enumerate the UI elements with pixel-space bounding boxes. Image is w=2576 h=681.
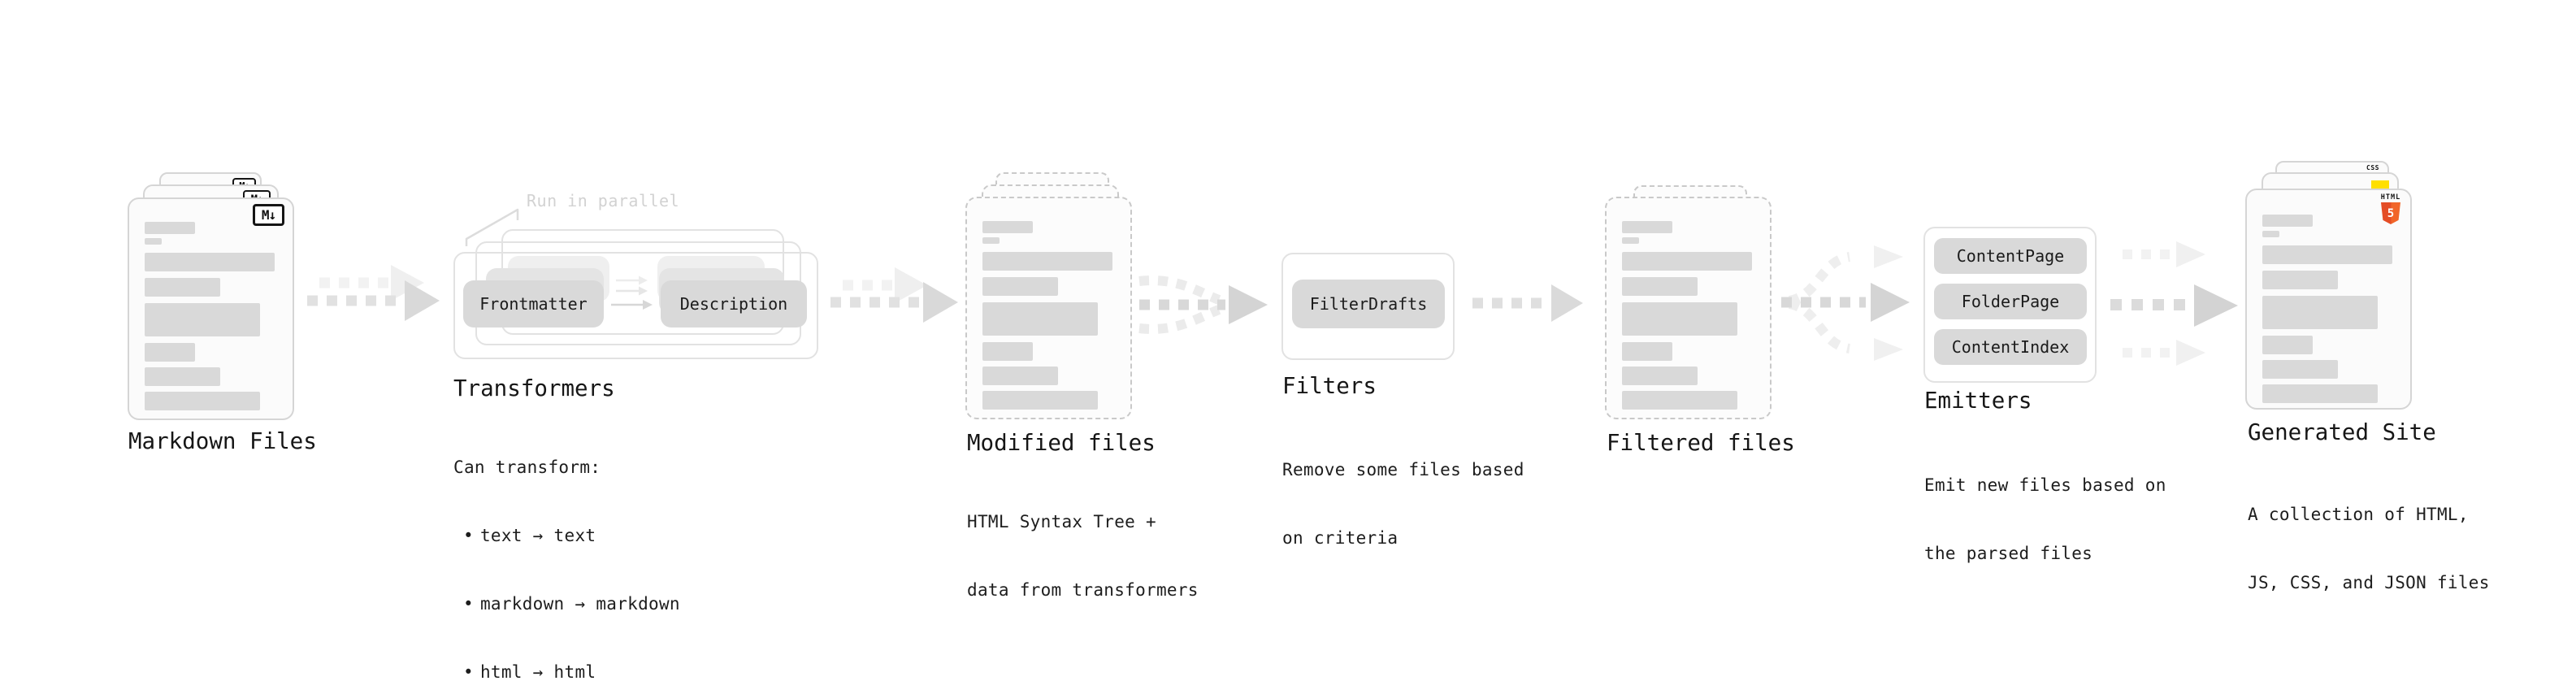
placeholder-bar: [2262, 336, 2313, 354]
placeholder-bar: [2262, 271, 2338, 289]
modified-file-card-front: [965, 197, 1132, 419]
placeholder-bar: [1622, 277, 1698, 296]
placeholder-bar: [982, 277, 1058, 296]
arrow-filtered-to-emitters-split: [1781, 245, 1910, 361]
placeholder-bar: [1622, 237, 1640, 244]
modified-files-description: HTML Syntax Tree + data from transformer…: [967, 465, 1199, 647]
transform-bullet: •markdown → markdown: [453, 592, 680, 615]
css-icon-label: CSS: [2366, 164, 2379, 171]
placeholder-bar: [2262, 384, 2378, 403]
html5-icon-shield: 5: [2381, 202, 2400, 224]
placeholder-bar: [982, 391, 1098, 410]
generated-site-description: A collection of HTML, JS, CSS, and JSON …: [2248, 458, 2490, 640]
placeholder-bar: [982, 367, 1058, 385]
placeholder-bar: [1622, 367, 1698, 385]
contentpage-node: ContentPage: [1934, 238, 2087, 274]
arrow-markdown-to-transformers: [307, 265, 440, 321]
document-placeholder-lines: [982, 221, 1115, 410]
document-placeholder-lines: [1622, 221, 1754, 410]
filters-title: Filters: [1282, 373, 1377, 399]
html5-icon-number: 5: [2387, 206, 2395, 220]
filters-description: Remove some files based on criteria: [1282, 413, 1524, 595]
description-line: Emit new files based on: [1924, 475, 2166, 495]
transformer-box-front: [453, 252, 818, 359]
placeholder-bar: [982, 221, 1033, 233]
placeholder-bar: [1622, 342, 1672, 361]
description-line: on criteria: [1282, 528, 1399, 548]
bullet-text: html → html: [479, 662, 596, 681]
js-file-icon: [2371, 180, 2389, 189]
arrow-modified-to-filters-converge: [1138, 275, 1268, 334]
description-line: the parsed files: [1924, 544, 2093, 563]
placeholder-bar: [982, 302, 1098, 336]
placeholder-bar: [145, 222, 195, 234]
bullet-icon: •: [463, 662, 474, 681]
placeholder-bar: [145, 278, 220, 297]
transformers-description: Can transform: •text → text •markdown → …: [453, 410, 680, 681]
placeholder-bar: [1622, 302, 1737, 336]
folderpage-node: FolderPage: [1934, 284, 2087, 319]
bullet-text: markdown → markdown: [479, 594, 680, 614]
placeholder-bar: [2262, 245, 2392, 264]
markdown-icon: M↓: [253, 204, 284, 226]
emitters-box: [1923, 227, 2097, 383]
arrow-transformers-to-modified: [830, 267, 958, 323]
description-line: HTML Syntax Tree +: [967, 512, 1156, 531]
transformers-intro: Can transform:: [453, 458, 601, 477]
bullet-icon: •: [463, 594, 474, 614]
document-placeholder-lines: [145, 222, 277, 410]
placeholder-bar: [2262, 360, 2338, 379]
contentindex-node: ContentIndex: [1934, 329, 2087, 365]
placeholder-bar: [145, 253, 275, 271]
run-in-parallel-label: Run in parallel: [527, 191, 680, 210]
arrow-filters-to-filtered: [1472, 284, 1583, 322]
generated-site-title: Generated Site: [2248, 419, 2436, 445]
placeholder-bar: [2262, 215, 2313, 227]
transform-bullet: • text → text: [453, 524, 680, 547]
description-line: data from transformers: [967, 580, 1199, 600]
markdown-files-title: Markdown Files: [128, 428, 317, 454]
placeholder-bar: [145, 238, 163, 245]
placeholder-bar: [145, 303, 260, 336]
transformers-title: Transformers: [453, 375, 615, 401]
bullet-text: text → text: [479, 526, 596, 545]
frontmatter-node: Frontmatter: [463, 280, 604, 327]
placeholder-bar: [1622, 221, 1672, 233]
emitters-title: Emitters: [1924, 388, 2032, 414]
markdown-file-card-front: M↓: [128, 197, 294, 420]
bullet-icon: •: [463, 526, 474, 545]
placeholder-bar: [982, 237, 1000, 244]
filterdrafts-node: FilterDrafts: [1292, 280, 1445, 328]
placeholder-bar: [982, 342, 1033, 361]
description-line: A collection of HTML,: [2248, 505, 2469, 524]
description-node: Description: [661, 280, 807, 327]
transform-bullet: • html → html: [453, 661, 680, 681]
placeholder-bar: [2262, 231, 2280, 237]
placeholder-bar: [145, 343, 195, 362]
placeholder-bar: [982, 252, 1112, 271]
html5-icon: HTML 5: [2380, 194, 2401, 224]
placeholder-bar: [145, 367, 220, 386]
placeholder-bar: [2262, 296, 2378, 329]
emitters-description: Emit new files based on the parsed files: [1924, 428, 2166, 610]
filtered-file-card-front: [1605, 197, 1772, 419]
placeholder-bar: [145, 392, 260, 410]
site-file-card-html: HTML 5: [2245, 189, 2412, 410]
placeholder-bar: [1622, 391, 1737, 410]
filters-box: [1281, 253, 1455, 360]
html5-icon-label: HTML: [2380, 193, 2401, 202]
arrows-emitters-to-site: [2110, 241, 2238, 366]
filtered-files-title: Filtered files: [1607, 430, 1795, 456]
placeholder-bar: [1622, 252, 1752, 271]
description-line: JS, CSS, and JSON files: [2248, 573, 2490, 592]
description-line: Remove some files based: [1282, 460, 1524, 479]
document-placeholder-lines: [2262, 215, 2395, 403]
modified-files-title: Modified files: [967, 430, 1156, 456]
